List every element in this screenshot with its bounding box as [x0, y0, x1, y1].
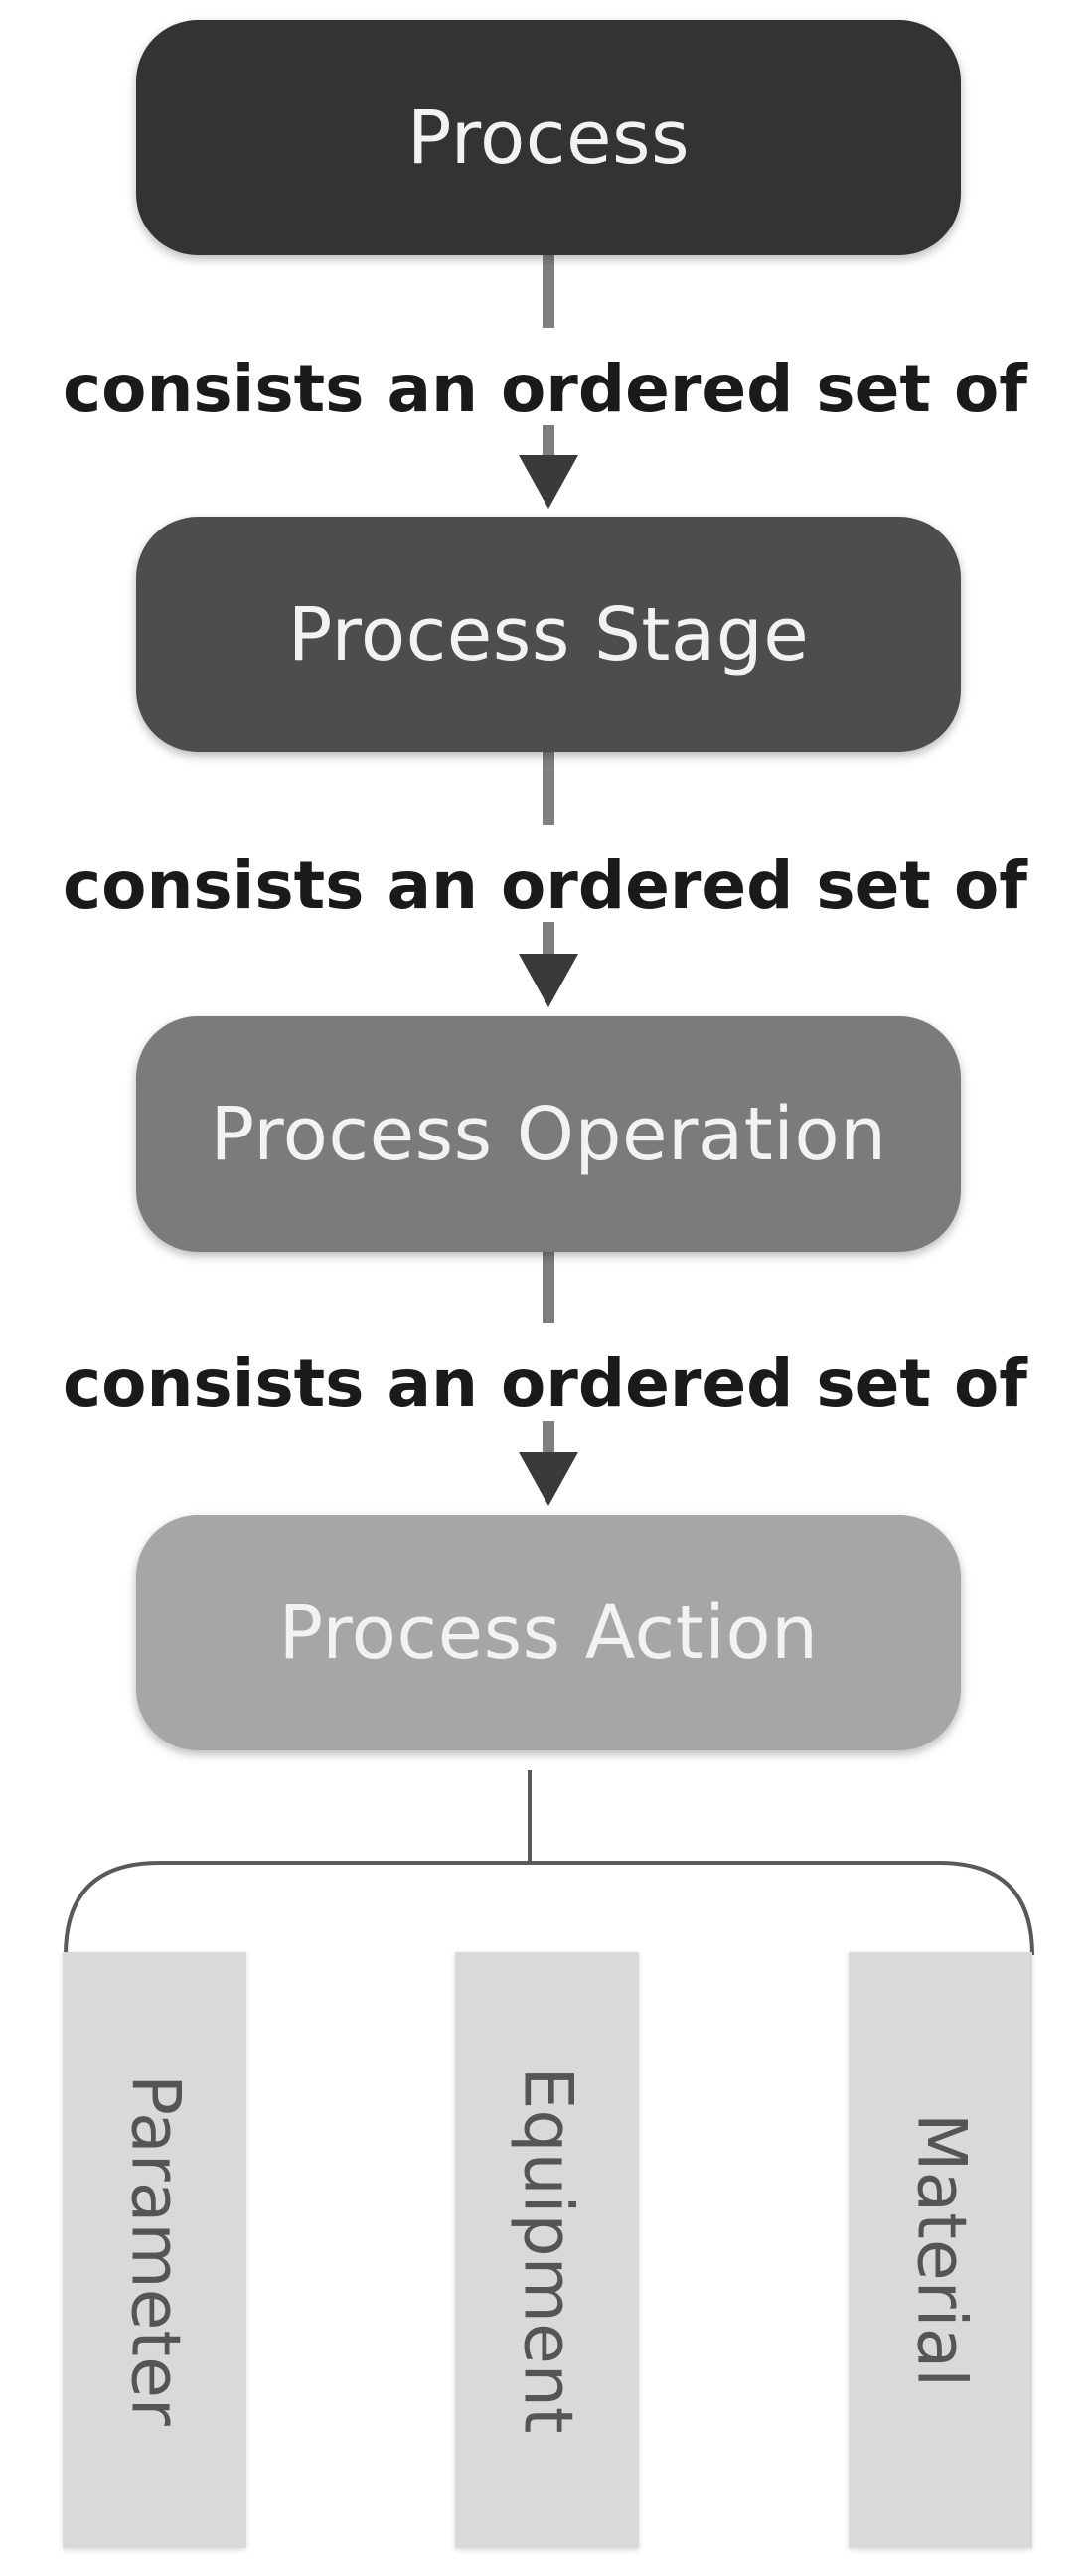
edge-label-process-to-stage: consists an ordered set of	[62, 351, 1028, 427]
edge-label-stage-to-operation: consists an ordered set of	[62, 847, 1028, 924]
edge-label-operation-to-action: consists an ordered set of	[62, 1345, 1028, 1422]
process-action-node-label: Process Action	[278, 1590, 819, 1676]
process-operation-node-label: Process Operation	[210, 1091, 887, 1177]
material-leaf: Material	[849, 1952, 1032, 2548]
process-operation-node: Process Operation	[136, 1016, 961, 1252]
arrowhead-2	[519, 954, 578, 1007]
process-stage-node: Process Stage	[136, 517, 961, 752]
process-action-node: Process Action	[136, 1515, 961, 1750]
process-node-label: Process	[406, 94, 691, 181]
arrowhead-1	[519, 455, 578, 509]
process-node: Process	[136, 20, 961, 255]
parameter-leaf-label: Parameter	[115, 2074, 194, 2426]
parameter-leaf: Parameter	[63, 1952, 246, 2548]
material-leaf-label: Material	[901, 2112, 980, 2388]
equipment-leaf-label: Equipment	[508, 2066, 586, 2434]
bracket-curve	[64, 1861, 1034, 1956]
equipment-leaf: Equipment	[455, 1952, 639, 2548]
process-stage-node-label: Process Stage	[287, 591, 810, 678]
arrowhead-3	[519, 1452, 578, 1506]
